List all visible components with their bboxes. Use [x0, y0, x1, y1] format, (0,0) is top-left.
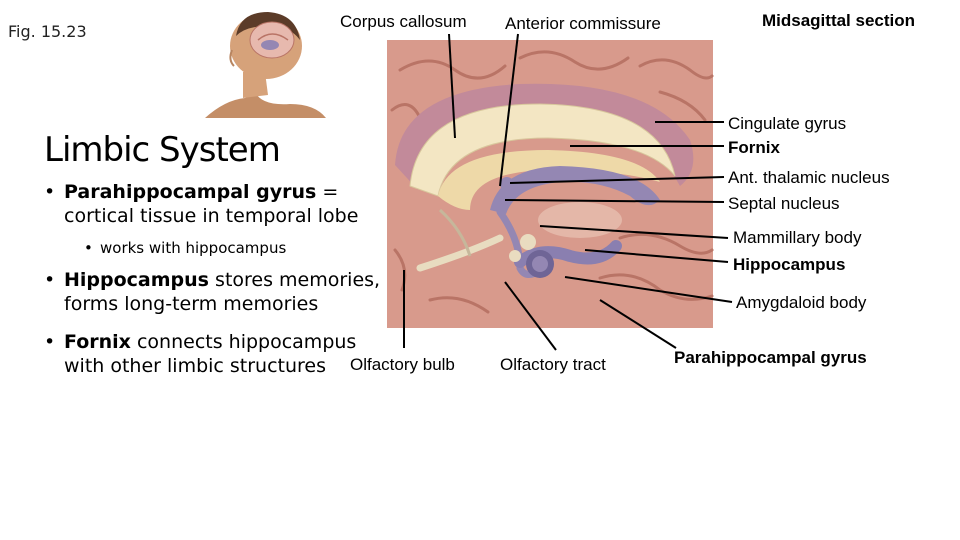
- label-ant-thalamic-nucleus: Ant. thalamic nucleus: [728, 168, 890, 187]
- label-parahippocampal-gyrus: Parahippocampal gyrus: [674, 348, 867, 367]
- term-hippocampus: Hippocampus: [64, 269, 209, 291]
- bullet-text: connects hippocampus: [130, 331, 357, 353]
- label-olfactory-bulb: Olfactory bulb: [350, 355, 455, 374]
- bullet-dot-icon: •: [84, 239, 93, 257]
- bullet-text: with other limbic structures: [64, 355, 327, 377]
- label-corpus-callosum: Corpus callosum: [340, 12, 467, 31]
- sub-bullet-text: works with hippocampus: [100, 239, 287, 257]
- label-hippocampus: Hippocampus: [733, 255, 846, 274]
- bullet-dot-icon: •: [44, 331, 56, 353]
- leader-lines: [403, 33, 733, 351]
- label-midsagittal-section: Midsagittal section: [762, 11, 916, 30]
- midsagittal-brain-image: [387, 40, 714, 328]
- label-mammillary-body: Mammillary body: [733, 228, 862, 247]
- bullet-text: cortical tissue in temporal lobe: [64, 205, 359, 227]
- bullet-text: =: [316, 181, 339, 203]
- bullet-dot-icon: •: [44, 181, 56, 203]
- bullet-dot-icon: •: [44, 269, 56, 291]
- bullet-text: forms long-term memories: [64, 293, 319, 315]
- label-cingulate-gyrus: Cingulate gyrus: [728, 114, 847, 133]
- label-amygdaloid-body: Amygdaloid body: [736, 293, 867, 312]
- bullet-text: stores memories,: [209, 269, 381, 291]
- label-fornix: Fornix: [728, 138, 780, 157]
- slide-title: Limbic System: [44, 130, 281, 170]
- term-fornix: Fornix: [64, 331, 131, 353]
- head-thumbnail-image: [205, 12, 326, 118]
- label-olfactory-tract: Olfactory tract: [500, 355, 606, 374]
- figure-label: Fig. 15.23: [8, 22, 87, 41]
- term-parahippocampal: Parahippocampal gyrus: [64, 181, 317, 203]
- label-anterior-commissure: Anterior commissure: [505, 14, 661, 33]
- label-septal-nucleus: Septal nucleus: [728, 194, 840, 213]
